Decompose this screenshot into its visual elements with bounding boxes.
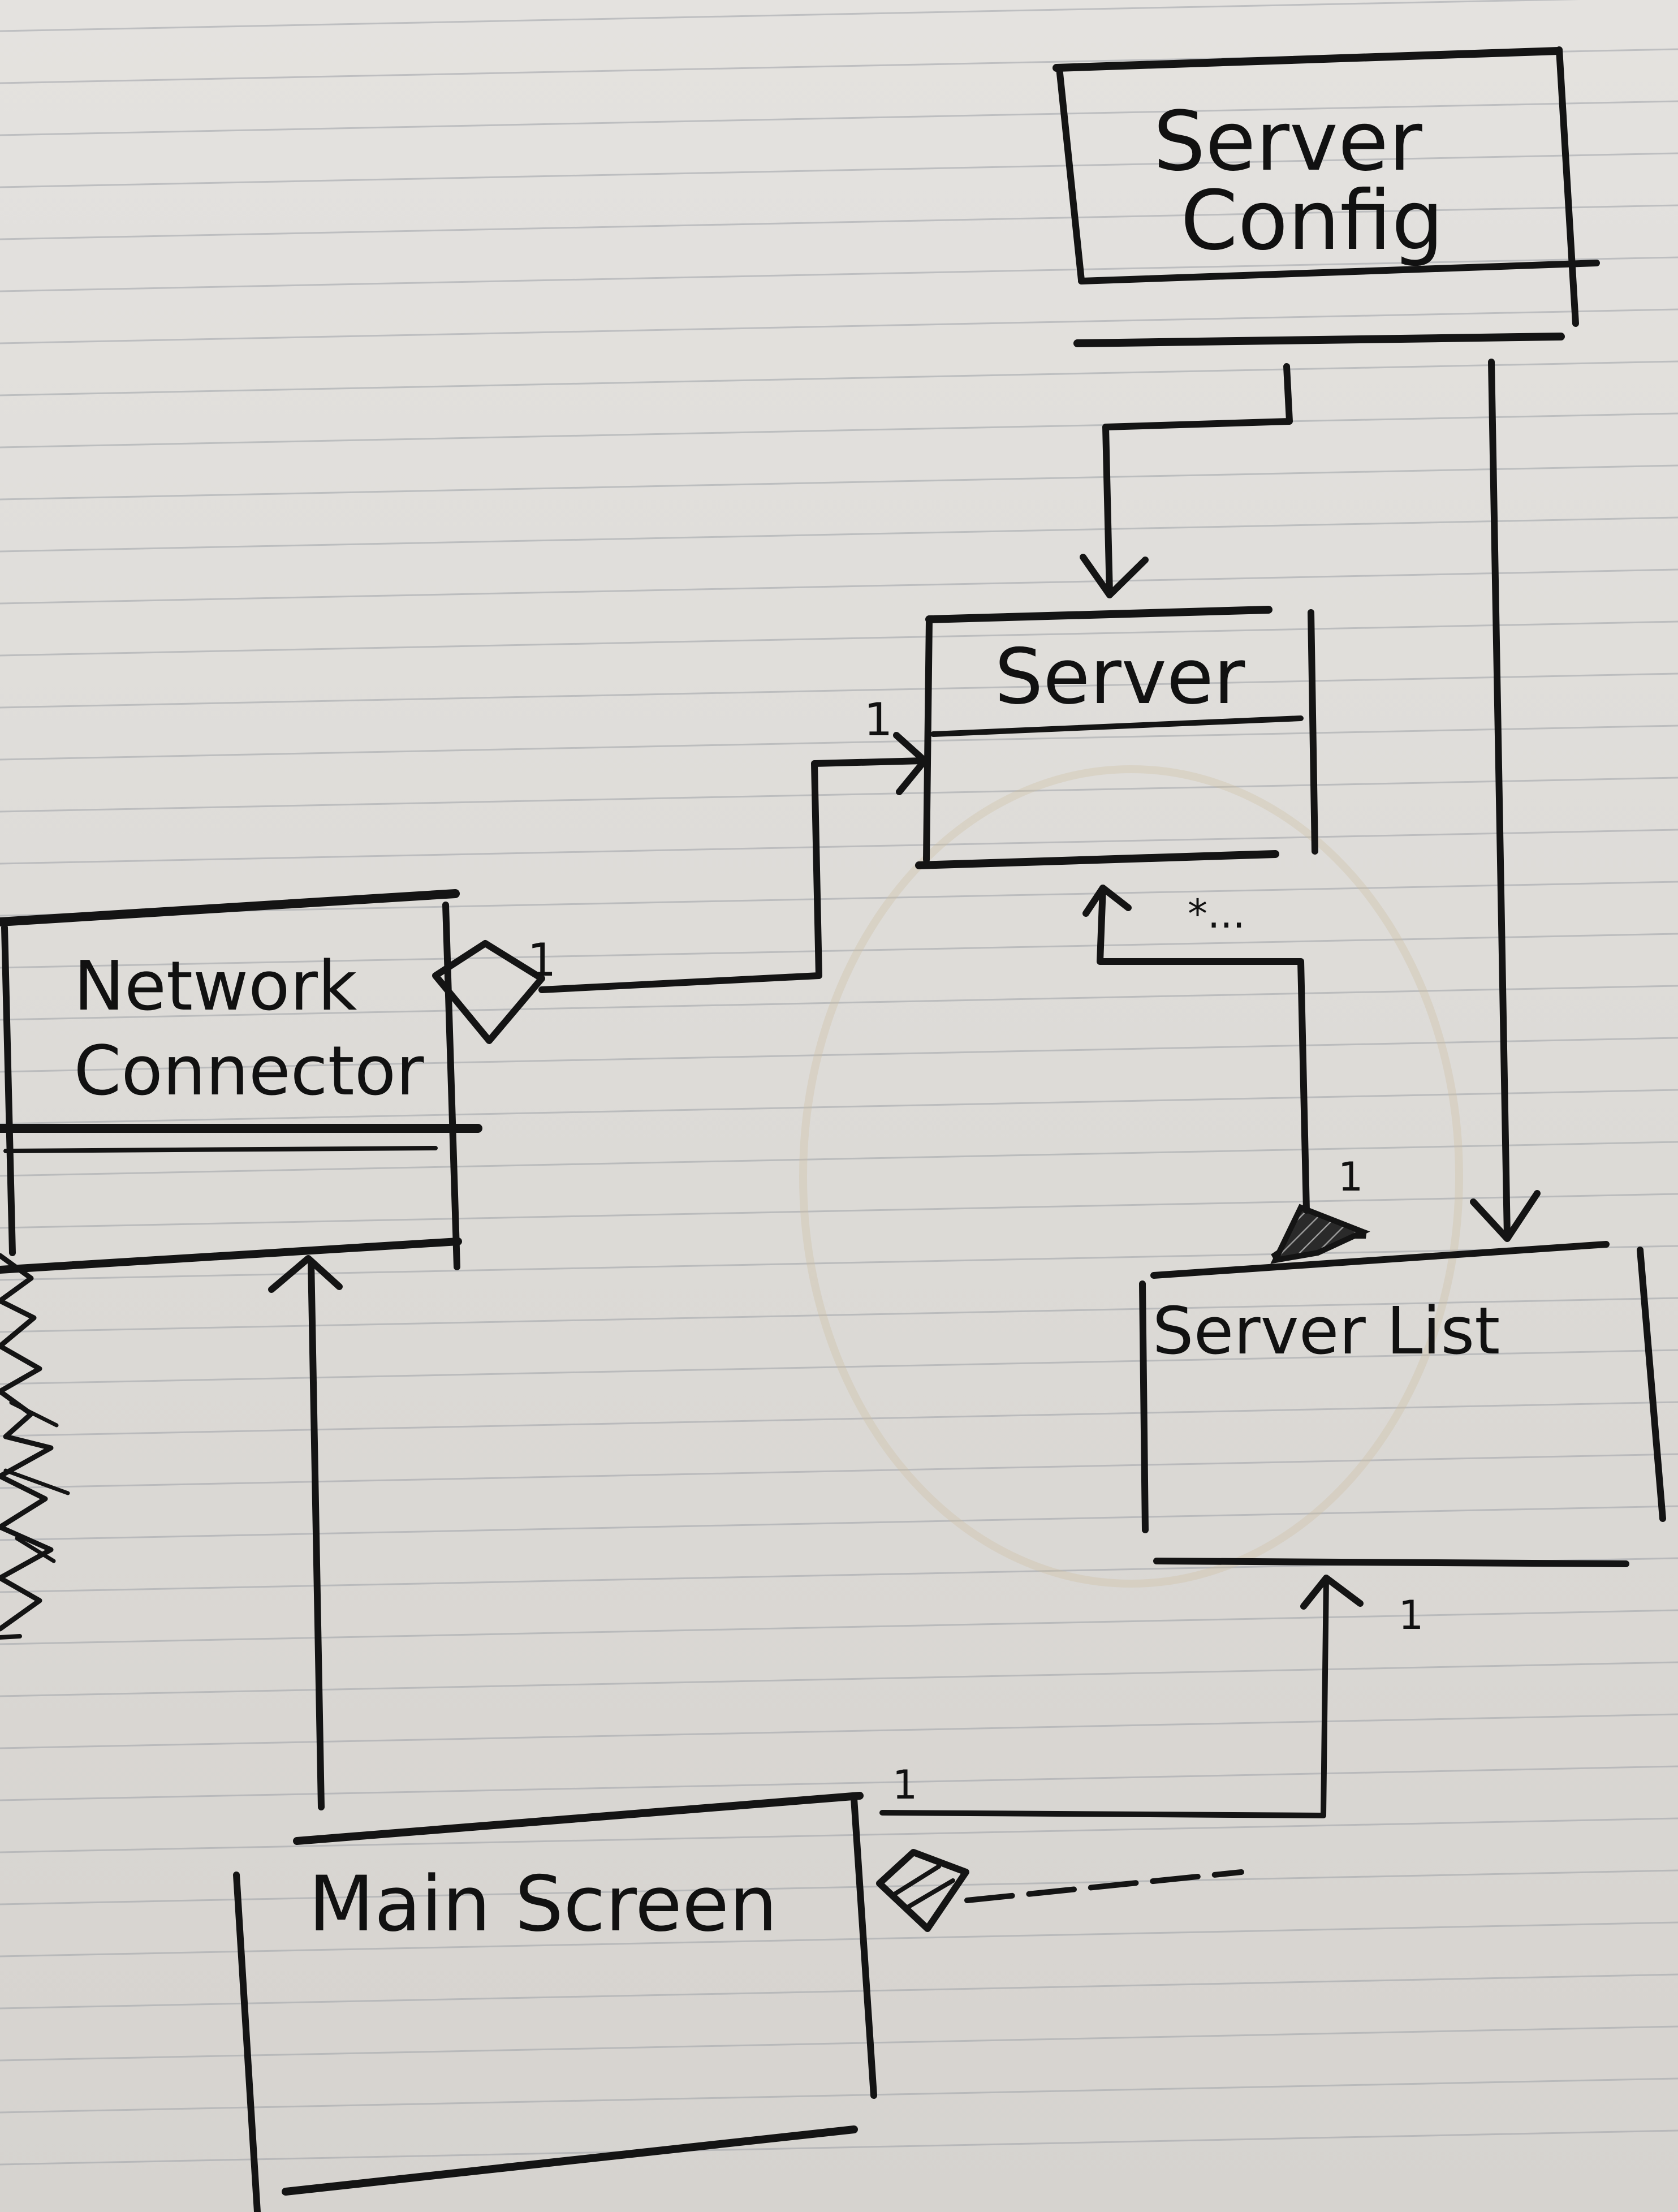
rule-line bbox=[0, 360, 1678, 396]
edge-mainscreen-connector bbox=[268, 1255, 343, 1810]
mult-list-from-server: 1 bbox=[1338, 1154, 1364, 1200]
mult-list-from-main: 1 bbox=[1399, 1592, 1424, 1638]
network-connector-name: Network Connector bbox=[74, 947, 424, 1111]
rule-line bbox=[0, 620, 1678, 657]
rule-line bbox=[0, 1141, 1678, 1177]
rule-line bbox=[0, 1713, 1678, 1749]
rule-line bbox=[0, 1037, 1678, 1073]
rule-line bbox=[0, 672, 1678, 709]
rule-line bbox=[0, 1505, 1678, 1541]
rule-line bbox=[0, 1609, 1678, 1645]
rule-line bbox=[0, 100, 1678, 136]
rule-line bbox=[0, 1297, 1678, 1333]
rule-line bbox=[0, 1921, 1678, 1957]
main-screen-name: Main Screen bbox=[308, 1860, 777, 1948]
aggregation-diamond-hatched bbox=[876, 1849, 969, 1932]
rule-line bbox=[0, 1817, 1678, 1853]
rule-line bbox=[0, 1245, 1678, 1281]
server-name: Server bbox=[995, 632, 1245, 721]
notebook-rules bbox=[0, 0, 1678, 2166]
class-box-main-screen: Main Screen bbox=[233, 1792, 877, 2212]
rule-line bbox=[0, 1453, 1678, 1489]
class-box-server-config: Server Config bbox=[1052, 46, 1600, 347]
rule-line bbox=[0, 152, 1678, 188]
mult-server-to-list: *... bbox=[1188, 891, 1245, 937]
rule-line bbox=[0, 308, 1678, 344]
rule-line bbox=[0, 204, 1678, 240]
server-list-name: Server List bbox=[1153, 1293, 1500, 1369]
rule-line bbox=[0, 933, 1678, 969]
rule-line bbox=[0, 2129, 1678, 2166]
rule-line bbox=[0, 1089, 1678, 1125]
rule-line bbox=[0, 1349, 1678, 1385]
edge-serverconfig-serverlist bbox=[1470, 359, 1541, 1242]
rule-line bbox=[0, 516, 1678, 553]
coffee-stain bbox=[799, 765, 1463, 1588]
server-config-name: Server Config bbox=[1153, 94, 1448, 269]
edge-connector-server: 1 1 bbox=[432, 693, 928, 1044]
rule-line bbox=[0, 1869, 1678, 1905]
edge-serverlist-server: *... 1 bbox=[1082, 885, 1370, 1264]
rule-line bbox=[0, 1193, 1678, 1229]
class-box-network-connector: Network Connector bbox=[0, 889, 482, 1274]
aggregation-diamond-hollow bbox=[432, 940, 545, 1044]
rule-line bbox=[0, 464, 1678, 501]
edge-mainscreen-serverlist: 1 1 bbox=[876, 1575, 1424, 1932]
rule-line bbox=[0, 1401, 1678, 1437]
rule-line bbox=[0, 985, 1678, 1021]
class-box-server-list: Server List bbox=[1139, 1241, 1666, 1567]
rule-line bbox=[0, 829, 1678, 865]
rule-line bbox=[0, 1661, 1678, 1697]
rule-line bbox=[0, 412, 1678, 449]
rule-line bbox=[0, 1765, 1678, 1801]
rule-line bbox=[0, 1973, 1678, 2010]
rule-line bbox=[0, 256, 1678, 292]
edge-serverconfig-server bbox=[1080, 363, 1293, 598]
rule-line bbox=[0, 568, 1678, 605]
rule-line bbox=[0, 777, 1678, 813]
rule-line bbox=[0, 0, 1580, 32]
mult-server-from-connector: 1 bbox=[864, 693, 893, 746]
left-edge-scribble bbox=[0, 1253, 70, 1640]
rule-line bbox=[0, 725, 1678, 761]
rule-line bbox=[0, 881, 1678, 917]
mult-connector-to-server: 1 bbox=[528, 934, 557, 986]
rule-line bbox=[0, 2025, 1678, 2062]
mult-main-to-list: 1 bbox=[892, 1762, 918, 1808]
class-box-server: Server bbox=[915, 606, 1318, 869]
rule-line bbox=[0, 2077, 1678, 2114]
